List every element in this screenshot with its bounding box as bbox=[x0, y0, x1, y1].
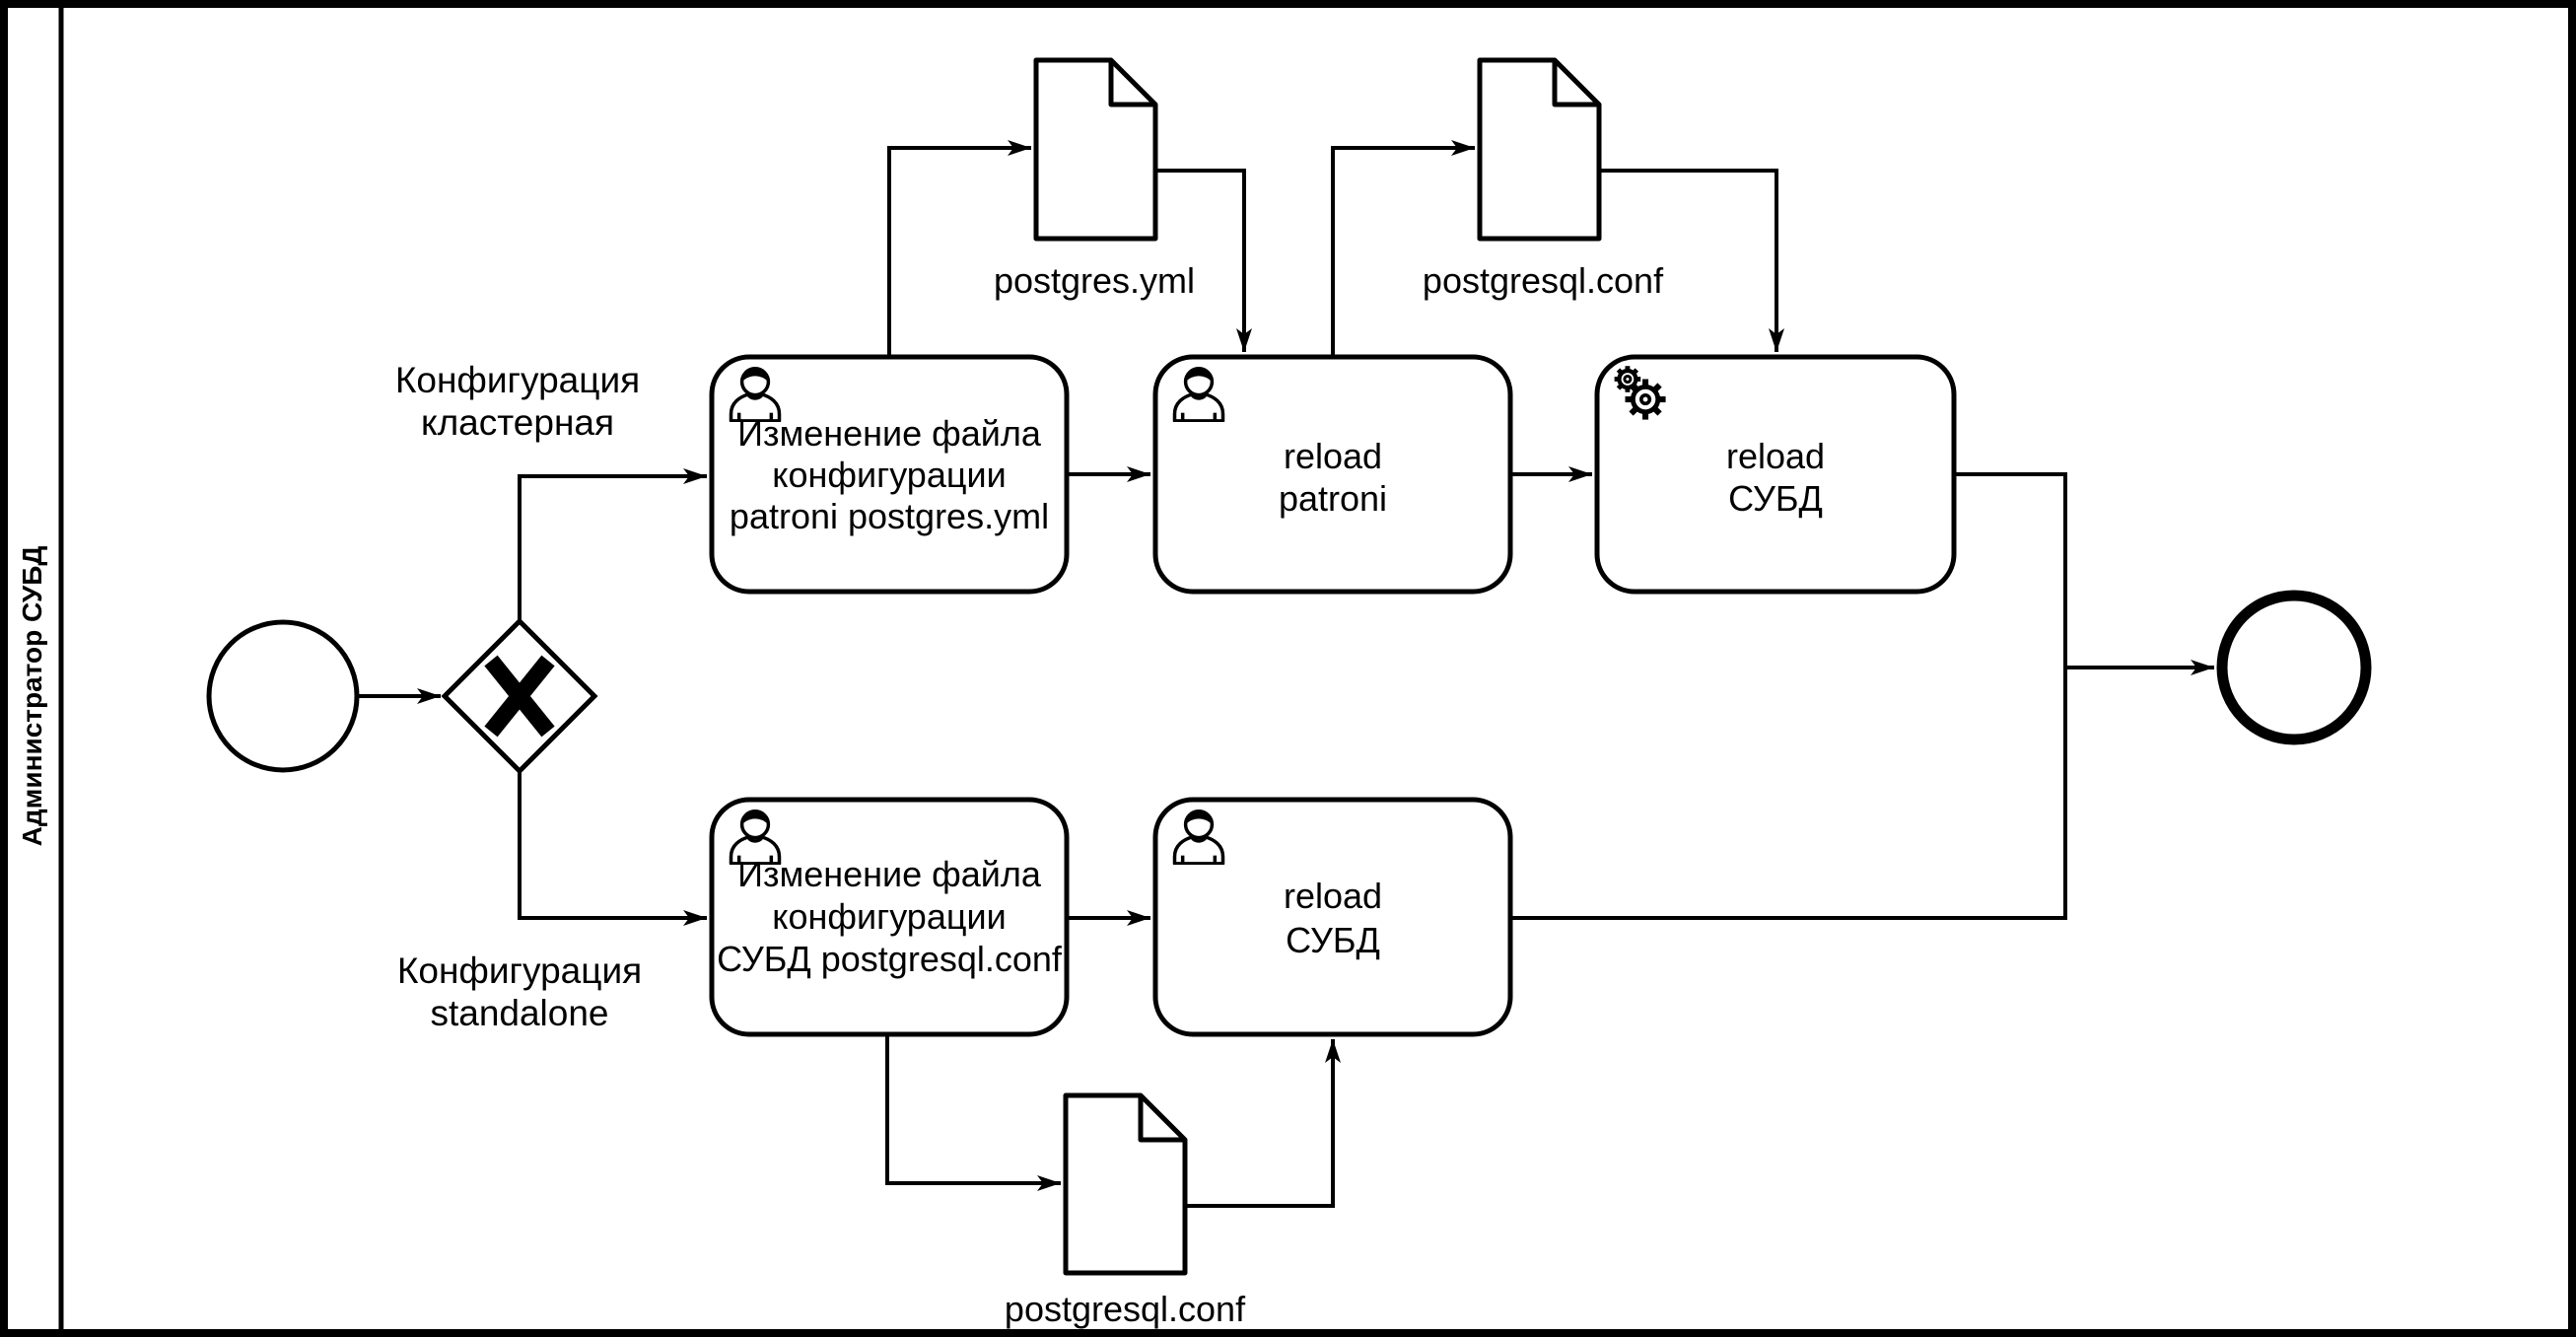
branch-label-line: Конфигурация bbox=[397, 950, 642, 991]
task-label-line: конфигурации bbox=[772, 455, 1006, 495]
x-icon bbox=[484, 655, 555, 738]
end-event[interactable] bbox=[2216, 590, 2372, 745]
task-label-line: patroni postgres.yml bbox=[730, 496, 1049, 536]
task-label-line: СУБД bbox=[1286, 920, 1380, 960]
flow-reload-dbms-to-end[interactable] bbox=[1954, 472, 2214, 675]
branch-label-line: Конфигурация bbox=[395, 360, 640, 400]
branch-label-standalone: Конфигурация standalone bbox=[397, 950, 642, 1033]
task-label-line: Изменение файла bbox=[737, 413, 1042, 454]
task-label-line: Изменение файла bbox=[737, 854, 1042, 894]
data-object-label: postgresql.conf bbox=[1423, 260, 1664, 301]
flow-reload-dbms-bottom-to-merge[interactable] bbox=[1510, 669, 2067, 920]
data-object-postgres-yml[interactable]: postgres.yml bbox=[994, 57, 1195, 301]
task-label-line: СУБД postgresql.conf bbox=[717, 939, 1063, 979]
task-edit-patroni-config[interactable]: Изменение файла конфигурации patroni pos… bbox=[709, 354, 1070, 595]
exclusive-gateway[interactable] bbox=[441, 617, 598, 775]
task-label-line: reload bbox=[1284, 436, 1382, 476]
data-object-postgresql-conf-bottom[interactable]: postgresql.conf bbox=[1005, 1092, 1246, 1329]
task-edit-dbms-config[interactable]: Изменение файла конфигурации СУБД postgr… bbox=[709, 797, 1070, 1037]
lane-title: Администратор СУБД bbox=[17, 546, 47, 847]
dataflow-postgresql-conf-to-reload-dbms-bottom[interactable] bbox=[1185, 1039, 1341, 1208]
data-object-label: postgresql.conf bbox=[1005, 1289, 1246, 1329]
start-event[interactable] bbox=[206, 619, 360, 773]
task-reload-dbms-cluster[interactable]: reload СУБД bbox=[1594, 354, 1957, 595]
document-fold-icon bbox=[1552, 60, 1599, 107]
dataflow-postgres-yml-to-reload-patroni[interactable] bbox=[1155, 169, 1252, 352]
task-label-line: patroni bbox=[1279, 478, 1387, 519]
document-fold-icon bbox=[1138, 1095, 1185, 1143]
document-fold-icon bbox=[1108, 60, 1155, 107]
data-object-label: postgres.yml bbox=[994, 260, 1195, 301]
branch-label-line: кластерная bbox=[421, 402, 614, 443]
dataflow-edit-dbms-to-postgresql-conf[interactable] bbox=[885, 1034, 1061, 1191]
task-reload-dbms-standalone[interactable]: reload СУБД bbox=[1152, 797, 1513, 1037]
dataflow-postgresql-conf-to-reload-dbms[interactable] bbox=[1599, 169, 1784, 352]
dataflow-reload-patroni-to-postgresql-conf[interactable] bbox=[1331, 140, 1475, 357]
dataflow-edit-patroni-to-postgres-yml[interactable] bbox=[887, 140, 1031, 357]
data-object-postgresql-conf-top[interactable]: postgresql.conf bbox=[1423, 57, 1664, 301]
task-label-line: reload bbox=[1726, 436, 1825, 476]
flow-gateway-to-edit-dbms[interactable] bbox=[518, 771, 707, 926]
flow-gateway-to-edit-patroni[interactable] bbox=[518, 468, 707, 621]
task-label-line: СУБД bbox=[1728, 478, 1823, 519]
branch-label-line: standalone bbox=[430, 993, 608, 1033]
branch-label-cluster: Конфигурация кластерная bbox=[395, 360, 640, 443]
task-label-line: reload bbox=[1284, 876, 1382, 916]
task-label-line: конфигурации bbox=[772, 896, 1006, 937]
task-reload-patroni[interactable]: reload patroni bbox=[1152, 354, 1513, 595]
